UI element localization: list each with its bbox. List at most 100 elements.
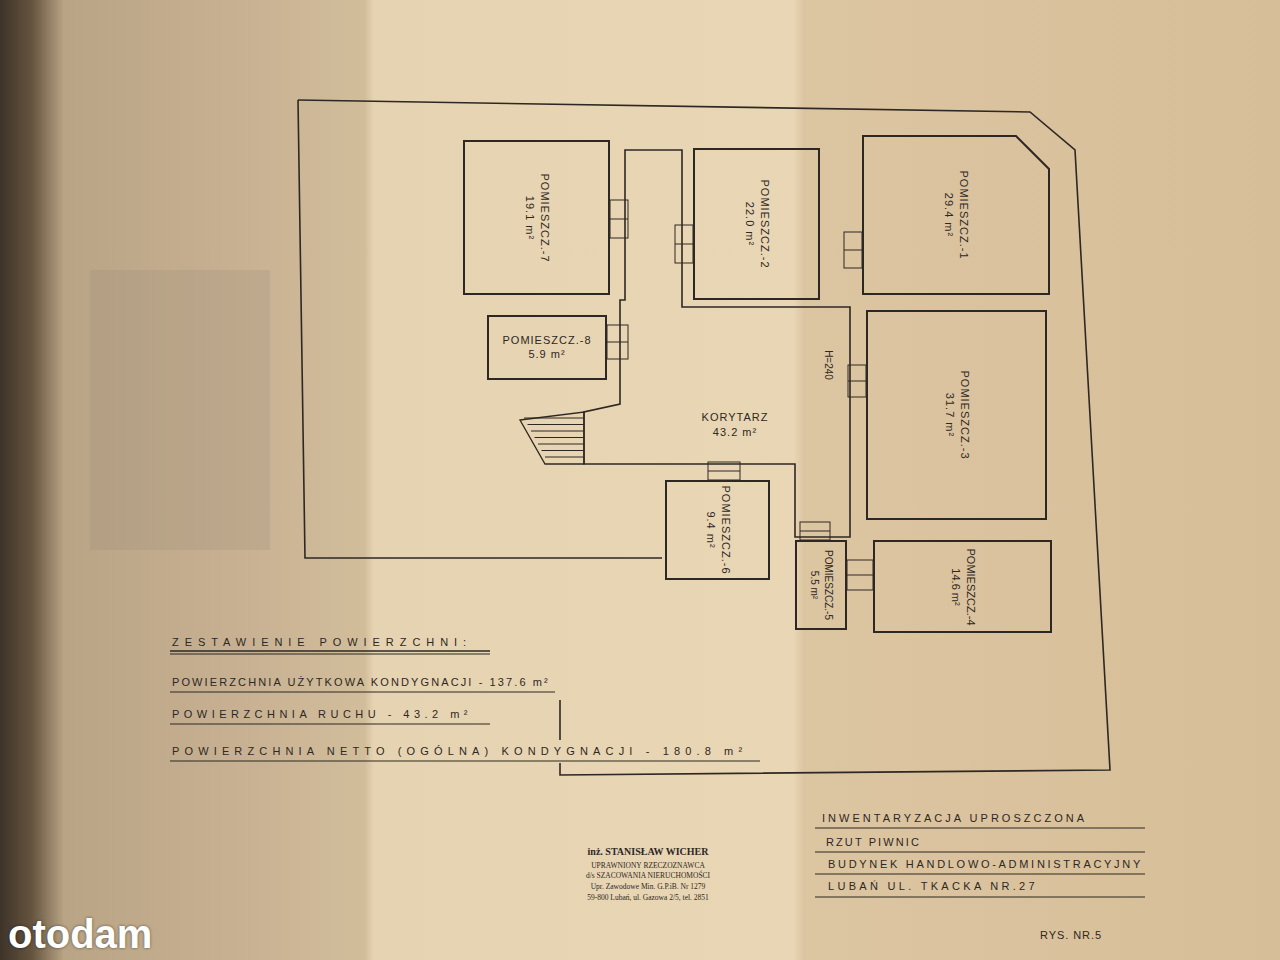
stair-step: [531, 431, 584, 432]
stair-step: [538, 444, 584, 445]
room-box: POMIESZCZ.-85.9 m²: [487, 315, 607, 380]
door-leaf: [800, 531, 830, 532]
corridor-outline: [584, 150, 850, 537]
room-name: POMIESZCZ.-2: [757, 179, 772, 268]
room-box: POMIESZCZ.-69.4 m²: [665, 480, 770, 580]
door-leaf: [847, 575, 873, 576]
room-label: POMIESZCZ.-69.4 m²: [703, 485, 733, 574]
room-label: POMIESZCZ.-85.9 m²: [502, 333, 591, 363]
stairs-outline: [520, 412, 584, 464]
outer-wall: [298, 100, 1110, 775]
stamp-line: Upr. Zawodowe Min. G.P.iB. Nr 1279: [591, 882, 706, 891]
underline: [170, 650, 490, 652]
room-outline: [862, 135, 1050, 295]
room-box: POMIESZCZ.-331.7 m²: [866, 310, 1047, 520]
stair-step: [545, 457, 584, 458]
door-symbol: [675, 225, 693, 263]
underline: [815, 827, 1145, 828]
summary-line: POWIERZCHNIA RUCHU - 43.2 m²: [172, 708, 472, 721]
stair-step: [542, 450, 585, 451]
stair-step: [524, 418, 584, 419]
room-box: POMIESZCZ.-129.4 m²: [862, 135, 1050, 295]
door-frame: [800, 522, 830, 540]
door-leaf: [848, 381, 866, 382]
door-frame: [607, 325, 628, 359]
scan-smudge: [90, 270, 270, 550]
door-leaf: [844, 250, 862, 251]
title-block-line: LUBAŃ UL. TKACKA NR.27: [828, 880, 1038, 893]
door-symbol: [610, 200, 628, 238]
room-name: POMIESZCZ.-3: [957, 370, 972, 459]
room-label: KORYTARZ43.2 m²: [702, 410, 769, 440]
room-area: 9.4 m²: [703, 485, 718, 574]
room-name: KORYTARZ: [702, 410, 769, 425]
room-wall: [863, 136, 1049, 294]
room-box: POMIESZCZ.-222.0 m²: [693, 148, 820, 300]
room-name: POMIESZCZ.-7: [537, 173, 552, 262]
stamp-line: UPRAWNIONY RZECZOZNAWCA: [591, 861, 705, 870]
room-label: POMIESZCZ.-55.5 m²: [808, 550, 835, 620]
summary-heading: ZESTAWIENIE POWIERZCHNI:: [172, 636, 472, 649]
underline: [170, 760, 760, 761]
door-symbol: [844, 232, 862, 268]
stamp-line: d/s SZACOWANIA NIERUCHOMOŚCI: [586, 871, 710, 880]
stair-step: [535, 437, 585, 438]
room-name: POMIESZCZ.-4: [963, 548, 978, 625]
room-area: 19.1 m²: [522, 173, 537, 262]
underline: [170, 691, 555, 692]
door-symbol: [607, 325, 628, 359]
room-area: 5.9 m²: [502, 348, 591, 363]
room-area: 22.0 m²: [742, 179, 757, 268]
room-label: POMIESZCZ.-222.0 m²: [742, 179, 772, 268]
summary-line: POWIERZCHNIA UŻYTKOWA KONDYGNACJI - 137.…: [172, 676, 550, 689]
room-box: POMIESZCZ.-414.6 m²: [873, 540, 1052, 633]
stairs-symbol: [520, 412, 584, 464]
room-box: POMIESZCZ.-55.5 m²: [795, 540, 847, 630]
summary-line: POWIERZCHNIA NETTO (OGÓLNA) KONDYGNACJI …: [172, 745, 747, 758]
door-frame: [844, 232, 862, 268]
door-leaf: [708, 471, 740, 472]
underline: [815, 873, 1145, 874]
door-symbol: [708, 462, 740, 480]
watermark: otodam: [8, 910, 152, 958]
room-box: POMIESZCZ.-719.1 m²: [463, 140, 610, 295]
door-symbol: [847, 560, 873, 590]
underline: [815, 851, 1145, 852]
room-label: POMIESZCZ.-129.4 m²: [941, 170, 971, 259]
door-frame: [848, 365, 866, 397]
stair-step: [528, 424, 585, 425]
door-frame: [610, 200, 628, 238]
door-leaf: [607, 342, 628, 343]
room-area: 5.5 m²: [808, 550, 822, 620]
drawing-number: RYS. NR.5: [1040, 929, 1102, 942]
room-name: POMIESZCZ.-5: [821, 550, 835, 620]
ceiling-height: H=240: [822, 350, 834, 380]
door-frame: [675, 225, 693, 263]
door-leaf: [610, 219, 628, 220]
title-block-line: BUDYNEK HANDLOWO-ADMINISTRACYJNY: [828, 858, 1143, 871]
underline: [815, 896, 1145, 897]
room-area: 29.4 m²: [941, 170, 956, 259]
room-label: POMIESZCZ.-414.6 m²: [948, 548, 978, 625]
door-frame: [708, 462, 740, 480]
room-label: POMIESZCZ.-331.7 m²: [942, 370, 972, 459]
room-name: POMIESZCZ.-1: [956, 170, 971, 259]
corridor-area: KORYTARZ43.2 m²: [685, 403, 785, 447]
outer-wall: [559, 700, 561, 740]
underline: [170, 723, 490, 724]
stamp-line: 59-800 Lubań, ul. Gazowa 2/5, tel. 2851: [587, 893, 709, 902]
door-frame: [847, 560, 873, 590]
title-block-line: RZUT PIWNIC: [826, 836, 921, 849]
room-name: POMIESZCZ.-6: [718, 485, 733, 574]
door-symbol: [848, 365, 866, 397]
title-block-line: INWENTARYZACJA UPROSZCZONA: [822, 812, 1087, 825]
room-area: 31.7 m²: [942, 370, 957, 459]
underline: [170, 653, 490, 654]
door-leaf: [675, 244, 693, 245]
outer-wall: [298, 100, 662, 558]
door-symbol: [800, 522, 830, 540]
room-name: POMIESZCZ.-8: [502, 333, 591, 348]
